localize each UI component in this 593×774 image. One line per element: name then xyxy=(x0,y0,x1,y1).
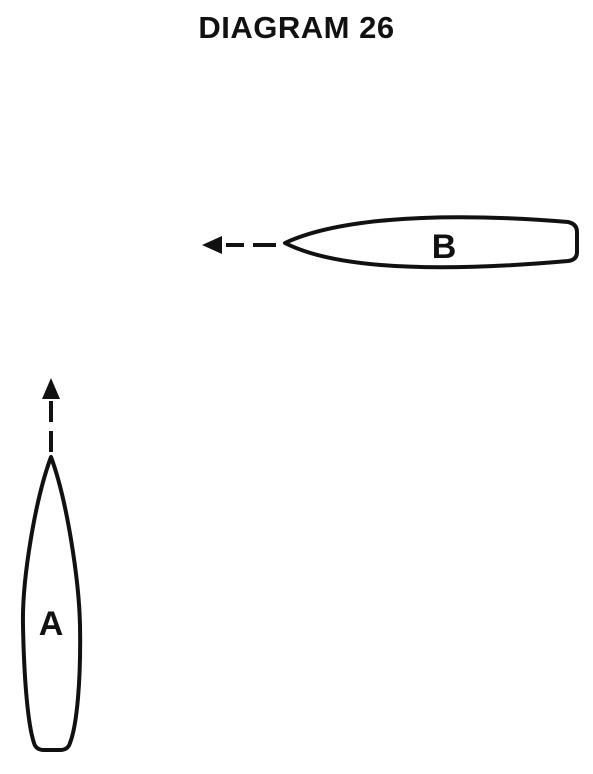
boat-b-label: B xyxy=(432,228,457,266)
boat-a-course-arrow xyxy=(42,378,60,452)
boat-b: B xyxy=(283,215,579,270)
boat-a-arrowhead xyxy=(42,378,60,399)
boat-a-hull xyxy=(20,455,83,752)
boat-b-course-arrow xyxy=(202,236,276,254)
boat-b-hull xyxy=(283,215,579,270)
boat-a: A xyxy=(20,455,83,752)
boat-a-label: A xyxy=(39,605,64,643)
diagram-title: DIAGRAM 26 xyxy=(198,10,395,45)
boat-b-arrowhead xyxy=(202,236,222,254)
